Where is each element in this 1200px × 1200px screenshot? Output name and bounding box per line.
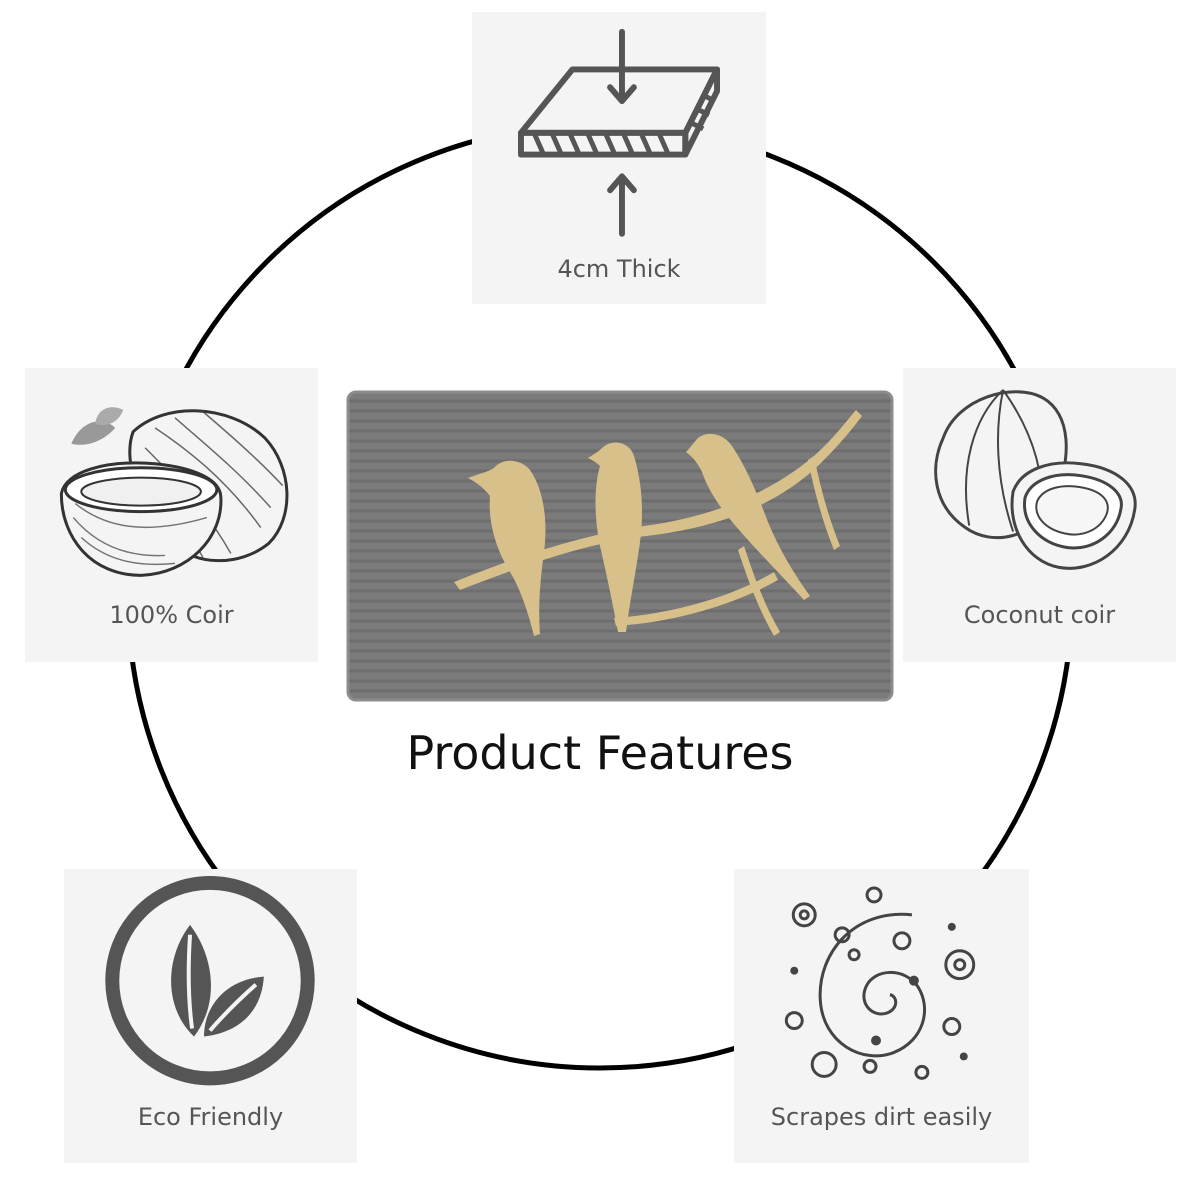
feature-label-coconut-coir: Coconut coir <box>963 601 1116 629</box>
feature-label-scrape: Scrapes dirt easily <box>770 1103 993 1131</box>
feature-card-coconut-coir: Coconut coir <box>903 368 1176 662</box>
swirl-dots-icon <box>784 886 976 1080</box>
feature-label-thickness: 4cm Thick <box>557 255 681 283</box>
page-title: Product Features <box>406 726 794 780</box>
feature-label-eco: Eco Friendly <box>137 1103 284 1131</box>
coconut-outline-icon <box>934 389 1137 570</box>
sketched-coconut-icon <box>59 407 289 577</box>
leaf-circle-icon <box>105 875 315 1086</box>
product-doormat-image <box>346 390 894 702</box>
feature-label-coir: 100% Coir <box>109 601 234 629</box>
feature-card-coir: 100% Coir <box>25 368 318 662</box>
feature-card-thickness: 4cm Thick <box>472 12 766 304</box>
compressed-slab-icon <box>517 28 721 237</box>
feature-card-scrape: Scrapes dirt easily <box>734 869 1029 1163</box>
feature-card-eco: Eco Friendly <box>64 869 357 1163</box>
